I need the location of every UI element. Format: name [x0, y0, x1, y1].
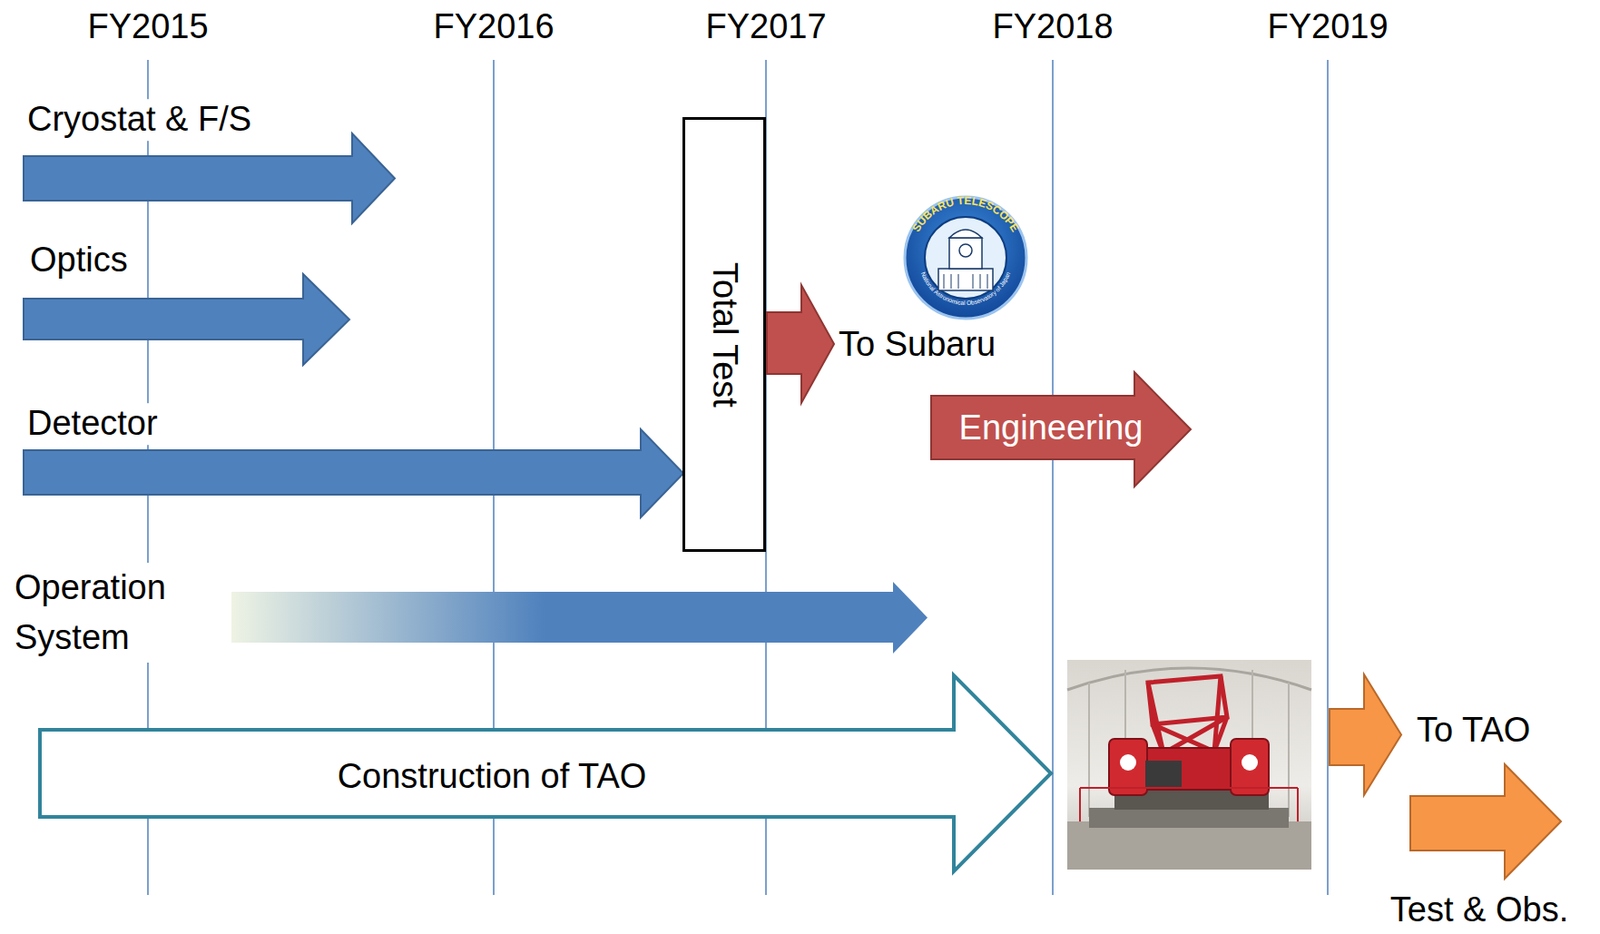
- operation-system-arrow: Operation System: [231, 581, 928, 654]
- year-label: FY2016: [432, 6, 554, 49]
- year-label: FY2015: [87, 6, 208, 49]
- year-label: FY2018: [991, 6, 1113, 49]
- node-label: Detector: [24, 402, 161, 445]
- subaru-logo: SUBARU TELESCOPE National Astronomical O…: [904, 194, 1027, 319]
- node-label: To Subaru: [835, 323, 999, 366]
- node-shape: [231, 581, 928, 654]
- tao-construction-arrow: Construction of TAO: [38, 673, 1053, 874]
- year-label: FY2017: [705, 6, 826, 49]
- node-label: Operation System: [11, 562, 199, 663]
- node-shape: [765, 284, 835, 404]
- optics-arrow: Optics: [22, 273, 351, 366]
- node-label: Total Test: [703, 262, 746, 408]
- test-obs-arrow: Test & Obs.: [1409, 763, 1562, 880]
- node-label: To TAO: [1413, 709, 1533, 752]
- svg-text:National Astronomical Observat: National Astronomical Observatory of Jap…: [920, 270, 1012, 306]
- node-shape: [1328, 673, 1403, 796]
- node-label: Engineering: [959, 407, 1144, 450]
- to-tao-arrow: To TAO: [1328, 673, 1403, 796]
- node-label: Test & Obs.: [1387, 889, 1571, 932]
- node-label: Construction of TAO: [337, 755, 648, 798]
- node-label: Cryostat & F/S: [24, 98, 255, 141]
- engineering-arrow: Engineering: [930, 371, 1192, 488]
- node-label: Optics: [27, 239, 131, 282]
- year-label: FY2019: [1266, 6, 1388, 49]
- svg-text:SUBARU TELESCOPE: SUBARU TELESCOPE: [909, 194, 1021, 235]
- logo-text: National Astronomical Observatory of Jap…: [920, 270, 1012, 306]
- cryostat-arrow: Cryostat & F/S: [22, 132, 396, 225]
- tao-telescope-illustration: [1067, 659, 1312, 870]
- node-shape: [22, 273, 351, 366]
- node-shape: [22, 132, 396, 225]
- node-shape: [1409, 763, 1562, 880]
- detector-arrow: Detector: [22, 428, 685, 519]
- total-test-box: Total Test: [682, 117, 766, 552]
- logo-text: SUBARU TELESCOPE: [909, 194, 1021, 235]
- to-subaru-arrow: To Subaru: [765, 284, 835, 404]
